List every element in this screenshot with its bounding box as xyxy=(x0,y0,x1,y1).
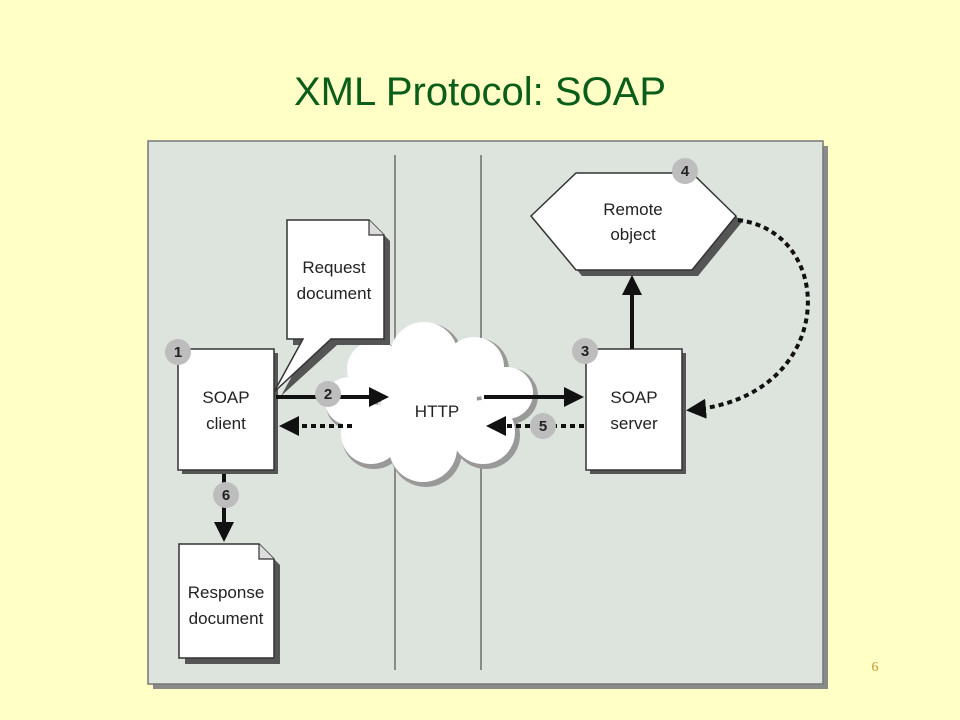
remote-object-label-2: object xyxy=(610,225,656,244)
step-number: 3 xyxy=(581,343,589,360)
soap-server-label-1: SOAP xyxy=(610,388,657,407)
step-badge-1: 1 xyxy=(165,339,191,365)
step-number: 5 xyxy=(539,418,547,435)
step-number: 4 xyxy=(681,163,690,180)
soap-client-label-1: SOAP xyxy=(202,388,249,407)
step-badge-2: 2 xyxy=(315,381,341,407)
arrow-remote-to-server xyxy=(686,218,810,419)
http-label: HTTP xyxy=(415,402,459,421)
soap-server-box: SOAP server xyxy=(585,348,686,474)
response-document-label-1: Response xyxy=(188,583,265,602)
remote-object-hexagon: Remote object xyxy=(529,172,742,276)
soap-client-label-2: client xyxy=(206,414,246,433)
request-document: Request document xyxy=(273,219,390,396)
step-badge-5: 5 xyxy=(530,413,556,439)
response-document: Response document xyxy=(178,543,280,664)
soap-server-label-2: server xyxy=(610,414,658,433)
request-document-label-2: document xyxy=(297,284,372,303)
remote-object-label-1: Remote xyxy=(603,200,663,219)
step-badge-6: 6 xyxy=(213,482,239,508)
slide-title: XML Protocol: SOAP xyxy=(294,70,666,114)
page-number: 6 xyxy=(871,660,879,675)
step-number: 1 xyxy=(174,344,182,361)
step-number: 2 xyxy=(324,386,332,403)
request-document-label-1: Request xyxy=(302,258,366,277)
step-badge-4: 4 xyxy=(672,158,698,184)
response-document-label-2: document xyxy=(189,609,264,628)
step-badge-3: 3 xyxy=(572,338,598,364)
soap-client-box: SOAP client xyxy=(177,348,278,474)
step-number: 6 xyxy=(222,487,230,504)
